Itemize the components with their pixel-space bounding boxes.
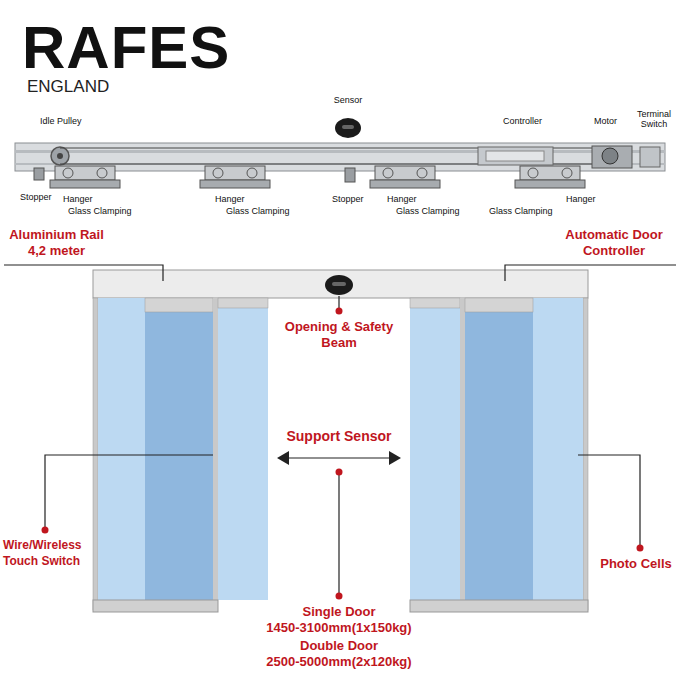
part-name: Hanger	[387, 195, 427, 205]
part-name: Hanger	[63, 195, 103, 205]
callout-label: Wire/Wireless Touch Switch	[3, 538, 91, 569]
callout-label: Photo Cells	[597, 556, 675, 572]
dimension-label: Single Door	[239, 604, 439, 620]
part-name: Sensor	[318, 96, 378, 106]
part-name: Stopper	[20, 193, 65, 203]
callout-label: Aluminium Rail 4,2 meter	[4, 227, 109, 260]
part-name: Hanger	[566, 195, 606, 205]
part-name: Glass Clamping	[226, 207, 306, 217]
callout-label: Opening & Safety Beam	[284, 319, 394, 352]
dimension-label: 2500-5000mm(2x120kg)	[239, 654, 439, 670]
brand-logo: RAFES	[22, 18, 230, 78]
dimension-label: Double Door	[239, 638, 439, 654]
arrow-heads	[277, 451, 401, 465]
part-name: Motor	[594, 117, 630, 127]
callout-label: Automatic Door Controller	[554, 227, 674, 260]
part-name: Hanger	[215, 195, 255, 205]
mechanism-rail	[15, 118, 665, 188]
part-name: Glass Clamping	[396, 207, 476, 217]
part-name: Idle Pulley	[40, 117, 110, 127]
callout-label: Support Sensor	[274, 428, 404, 445]
door-drawing	[93, 270, 588, 612]
part-name: Glass Clamping	[489, 207, 569, 217]
leader-lines	[4, 265, 676, 596]
dimension-label: 1450-3100mm(1x150kg)	[239, 620, 439, 636]
brand-subtitle: ENGLAND	[27, 78, 109, 97]
callout-dots	[42, 308, 644, 600]
part-name: Glass Clamping	[68, 207, 148, 217]
part-name: Terminal Switch	[634, 110, 674, 130]
part-name: Stopper	[332, 195, 377, 205]
part-name: Controller	[503, 117, 563, 127]
